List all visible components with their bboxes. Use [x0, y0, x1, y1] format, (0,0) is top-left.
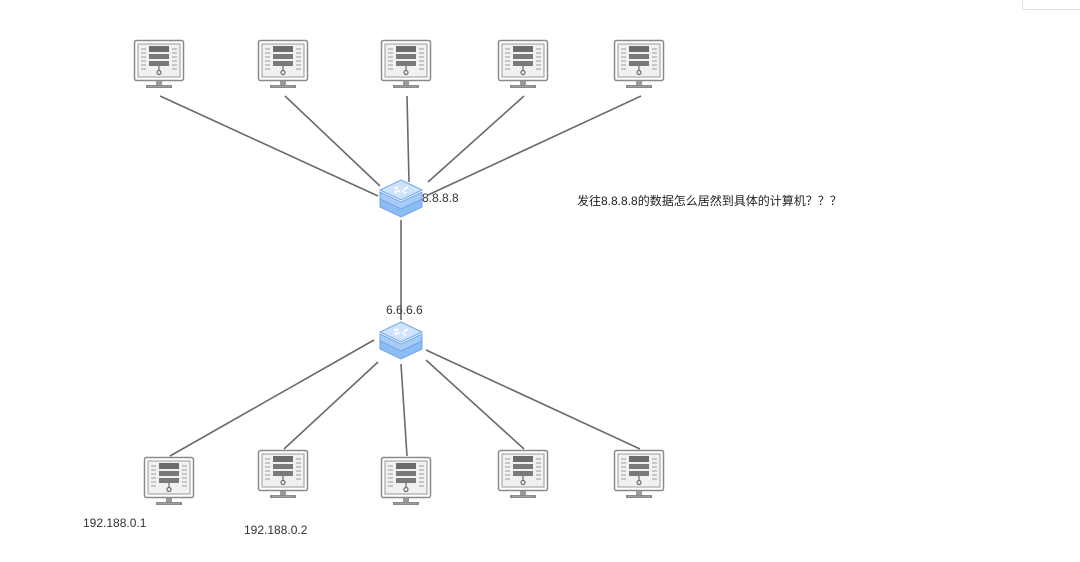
bottom-links: [169, 339, 641, 457]
link-pc-t2-router-top: [284, 95, 381, 187]
top-links: [159, 95, 642, 197]
computer-monitor-icon: [133, 39, 185, 89]
router-top-label: 8.8.8.8: [422, 191, 459, 205]
computer-monitor-icon: [257, 449, 309, 499]
computer-monitor-icon: [497, 39, 549, 89]
computer-monitor-icon: [380, 456, 432, 506]
link-pc-t1-router-top: [159, 95, 379, 197]
computer-monitor-icon: [143, 456, 195, 506]
computer-monitor-icon: [380, 39, 432, 89]
computer-b2-label: 192.188.0.2: [244, 523, 308, 537]
link-router-bottom-pc-b3: [400, 363, 408, 457]
router-icon: [379, 179, 423, 218]
corner-widget: [1022, 0, 1080, 10]
link-router-bottom-pc-b2: [283, 361, 379, 450]
computer-monitor-icon: [497, 449, 549, 499]
link-pc-t3-router-top: [406, 95, 410, 183]
link-router-bottom-pc-b5: [425, 349, 641, 450]
router-bottom-label: 6.6.6.6: [386, 303, 423, 317]
computer-monitor-icon: [613, 39, 665, 89]
computer-monitor-icon: [257, 39, 309, 89]
computer-b1-label: 192.188.0.1: [83, 516, 147, 530]
link-pc-t4-router-top: [427, 95, 525, 183]
router-icon: [379, 321, 423, 360]
link-pc-t5-router-top: [427, 95, 642, 196]
link-router-bottom-pc-b1: [169, 339, 375, 457]
link-router-bottom-pc-b4: [425, 359, 525, 450]
computer-monitor-icon: [613, 449, 665, 499]
question-annotation: 发往8.8.8.8的数据怎么居然到具体的计算机？？？: [577, 194, 842, 208]
